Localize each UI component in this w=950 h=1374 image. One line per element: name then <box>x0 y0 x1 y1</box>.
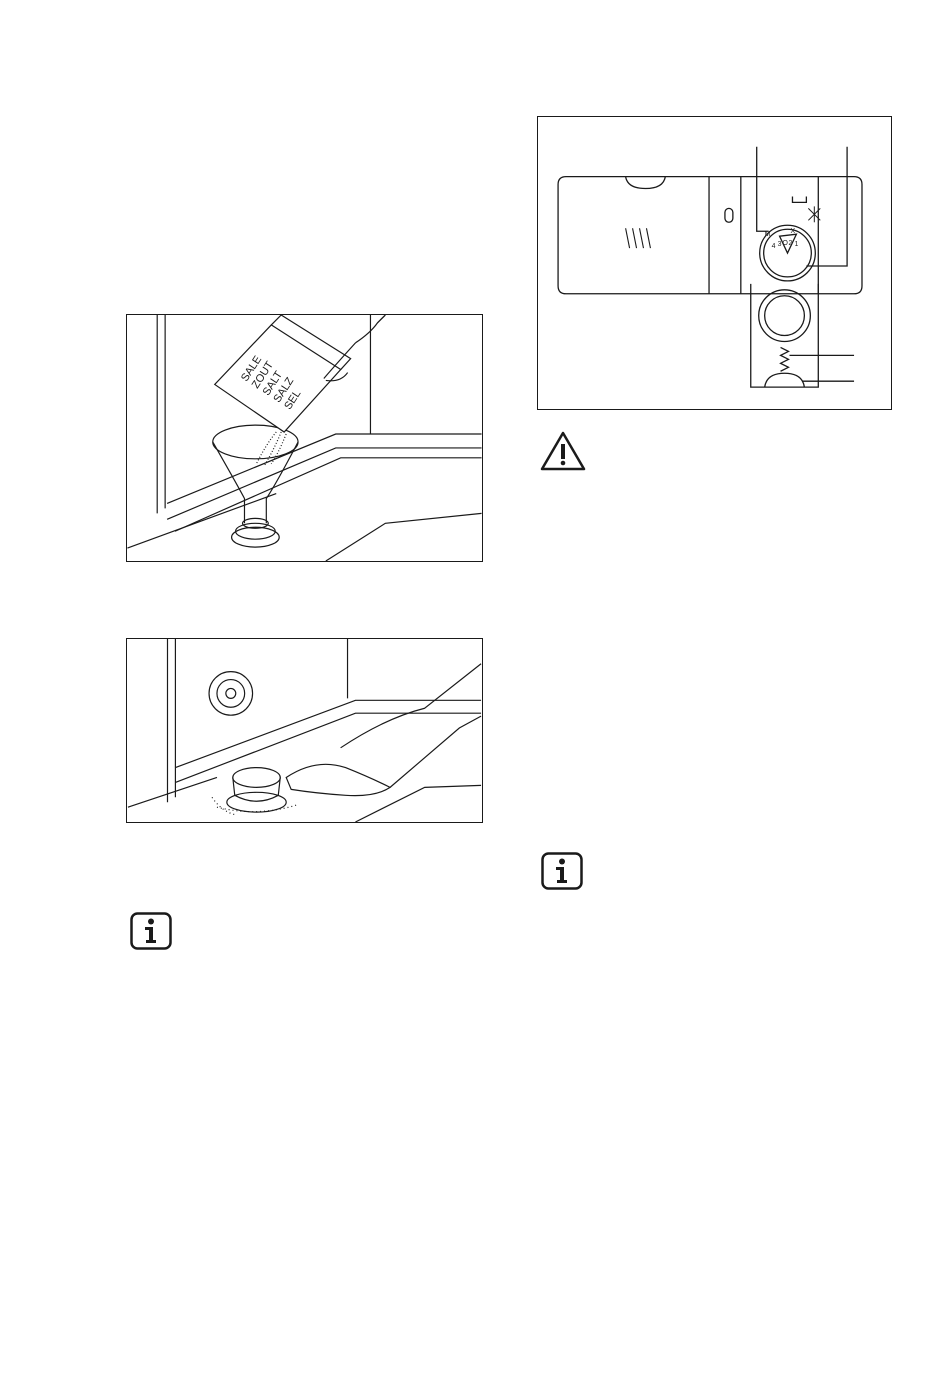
detergent-dispenser-illustration: M X 4 3 O 2 1 <box>538 117 891 409</box>
salt-pouring-illustration: SALE ZOUT SALT SALZ SEL <box>127 315 482 561</box>
dial-label-x: X <box>790 228 795 235</box>
dispenser-figure: M X 4 3 O 2 1 <box>537 116 892 410</box>
info-icon <box>130 912 172 950</box>
dial-label-2: 2 <box>788 240 792 247</box>
dial-label-1: 1 <box>794 241 798 248</box>
dial-label-m: M <box>765 231 771 238</box>
dial-label-4: 4 <box>772 243 776 250</box>
wipe-cap-figure <box>126 638 483 823</box>
salt-filling-figure: SALE ZOUT SALT SALZ SEL <box>126 314 483 562</box>
dial-label-3: 3 <box>778 241 782 248</box>
warning-icon <box>540 430 586 472</box>
wipe-salt-cap-illustration <box>127 639 482 822</box>
info-icon <box>541 852 583 890</box>
